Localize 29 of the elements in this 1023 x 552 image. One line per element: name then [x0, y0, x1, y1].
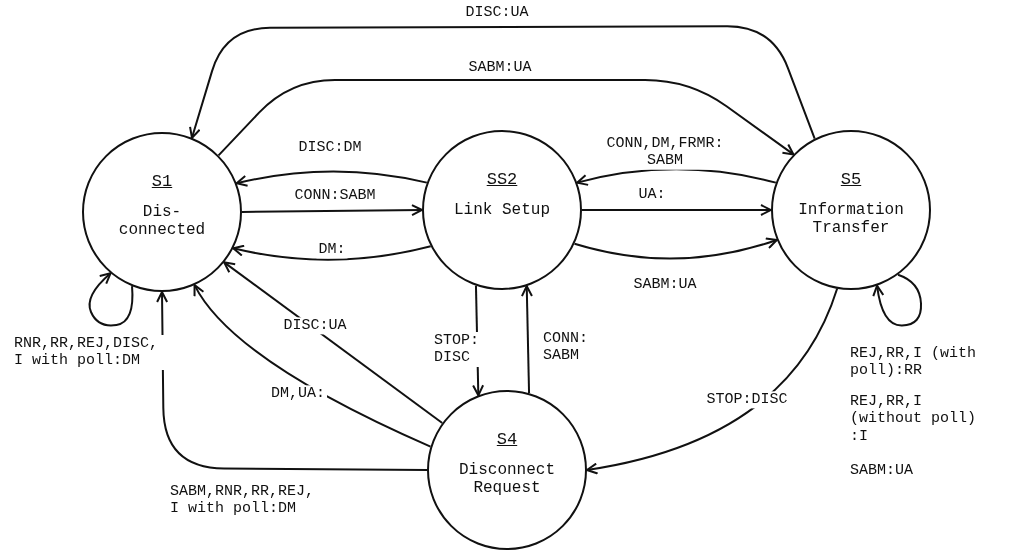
arrow	[872, 273, 922, 327]
edge-label: DISC:UA	[281, 317, 349, 335]
arrow	[573, 237, 778, 260]
state-name: S4	[496, 430, 518, 449]
state-name: SS2	[486, 170, 518, 189]
arrow	[241, 204, 423, 217]
arrow	[156, 291, 428, 471]
edge-label: DM:	[316, 241, 348, 259]
arrow	[88, 272, 134, 327]
state-name: S1	[151, 172, 173, 191]
arrow	[586, 287, 839, 475]
arrow	[217, 79, 795, 157]
state-label: Information Transfer	[797, 201, 905, 238]
arrow	[193, 284, 432, 448]
arrow	[581, 204, 772, 216]
state-label: Disconnect Request	[458, 461, 556, 498]
state-label: Dis- connected	[117, 203, 207, 240]
state-label: Link Setup	[453, 201, 551, 220]
arrow	[232, 244, 432, 261]
edge-label: DM,UA:	[269, 385, 327, 403]
transition-label: SABM:UA	[850, 462, 914, 480]
transition-label: REJ,RR,I (without poll) :I	[850, 393, 978, 445]
edge-label: STOP:DISC	[704, 391, 790, 409]
state-name: S5	[840, 170, 862, 189]
arrow	[520, 285, 533, 395]
arrow	[235, 170, 428, 187]
arrow	[189, 25, 816, 140]
arrow	[223, 261, 444, 424]
arrow	[576, 168, 777, 187]
